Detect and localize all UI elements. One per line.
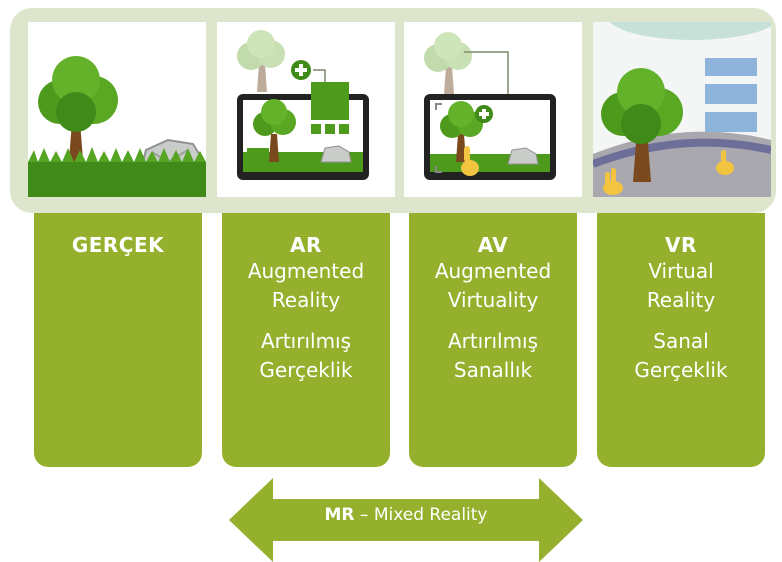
column-text: Virtual bbox=[648, 259, 714, 283]
panel-vr bbox=[593, 22, 771, 197]
grass-icon bbox=[28, 147, 206, 197]
window-panel-icon bbox=[705, 58, 757, 132]
column-ar: AR Augmented Reality Artırılmış Gerçekli… bbox=[222, 213, 390, 467]
column-text: Augmented bbox=[434, 259, 552, 283]
column-vr: VR Virtual Reality Sanal Gerçeklik bbox=[597, 213, 765, 467]
mr-label: Mixed Reality bbox=[373, 505, 488, 525]
tree-icon bbox=[424, 32, 472, 94]
plus-icon bbox=[291, 60, 311, 80]
panel-real bbox=[28, 22, 206, 197]
column-text: Sanallık bbox=[453, 358, 533, 382]
column-title: AV bbox=[477, 233, 509, 257]
column-title: VR bbox=[665, 233, 697, 257]
tablet-icon bbox=[237, 94, 369, 180]
column-text: Gerçeklik bbox=[259, 358, 353, 382]
mr-abbr: MR bbox=[324, 505, 355, 525]
column-real: GERÇEK bbox=[34, 213, 202, 467]
column-text: Gerçeklik bbox=[634, 358, 728, 382]
column-text: Reality bbox=[271, 288, 341, 312]
mixed-reality-label: MR – Mixed Reality bbox=[229, 505, 583, 525]
column-text: Reality bbox=[646, 288, 716, 312]
column-title: AR bbox=[290, 233, 322, 257]
hand-pointer-icon bbox=[603, 150, 734, 195]
column-text: Artırılmış bbox=[447, 329, 539, 353]
tree-icon bbox=[237, 30, 285, 92]
column-text: Sanal bbox=[653, 329, 709, 353]
mr-separator: – bbox=[354, 505, 374, 525]
hand-pointer-icon bbox=[461, 146, 479, 176]
panel-av bbox=[404, 22, 582, 197]
column-text: Virtuality bbox=[447, 288, 539, 312]
column-av: AV Augmented Virtuality Artırılmış Sanal… bbox=[409, 213, 577, 467]
tree-icon bbox=[38, 56, 118, 172]
column-title: GERÇEK bbox=[71, 233, 165, 257]
panel-ar bbox=[217, 22, 395, 197]
tablet-icon bbox=[424, 94, 556, 180]
tree-icon bbox=[601, 68, 683, 182]
column-text: Augmented bbox=[247, 259, 365, 283]
plus-icon bbox=[475, 105, 493, 123]
column-text: Artırılmış bbox=[260, 329, 352, 353]
double-arrow-icon bbox=[229, 478, 583, 562]
